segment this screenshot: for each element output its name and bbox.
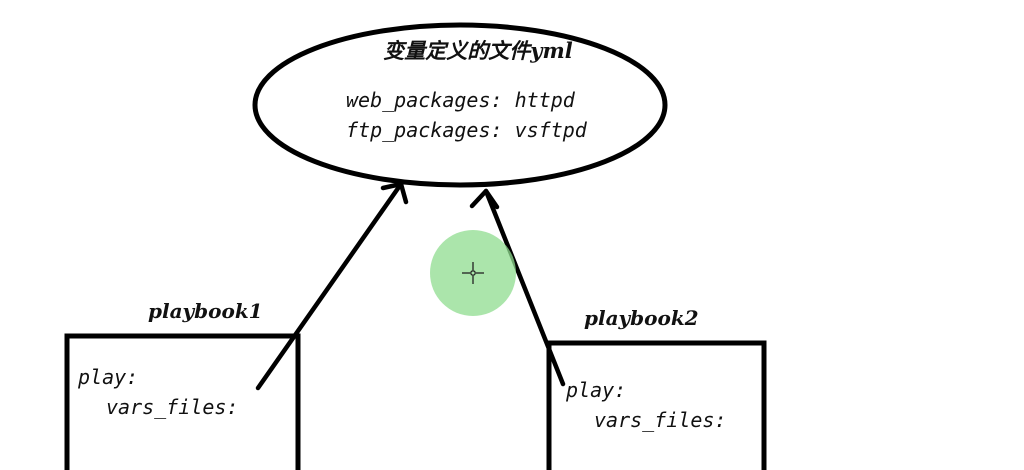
arrow-playbook2-to-vars (469, 188, 566, 387)
arrow-playbook1-to-vars (255, 181, 409, 391)
variables-file-line: web_packages: httpd (346, 88, 576, 112)
variables-file-node: 变量定义的文件yml web_packages: httpd ftp_packa… (252, 22, 668, 188)
playbook2-node: playbook2 play: vars_files: (546, 306, 767, 470)
cursor-highlight (430, 230, 516, 316)
arrow-head-icon (380, 181, 409, 205)
playbook1-box (64, 333, 301, 470)
variables-file-ellipse (252, 22, 668, 188)
playbook1-node: playbook1 play: vars_files: (64, 299, 301, 470)
playbook1-label: playbook1 (148, 299, 263, 323)
playbook2-line: vars_files: (594, 408, 726, 432)
arrow-head-icon (469, 188, 500, 210)
playbook2-line: play: (565, 378, 626, 402)
playbook1-line: play: (77, 365, 138, 389)
cursor-highlight-circle (430, 230, 516, 316)
playbook2-box (546, 340, 767, 470)
arrow-shaft (255, 181, 404, 391)
variables-file-title: 变量定义的文件yml (383, 38, 572, 63)
playbook2-label: playbook2 (584, 306, 699, 330)
playbook1-line: vars_files: (106, 395, 238, 419)
crosshair-cursor-icon (462, 262, 484, 284)
variables-file-line: ftp_packages: vsftpd (346, 118, 588, 142)
arrow-shaft (483, 188, 566, 387)
